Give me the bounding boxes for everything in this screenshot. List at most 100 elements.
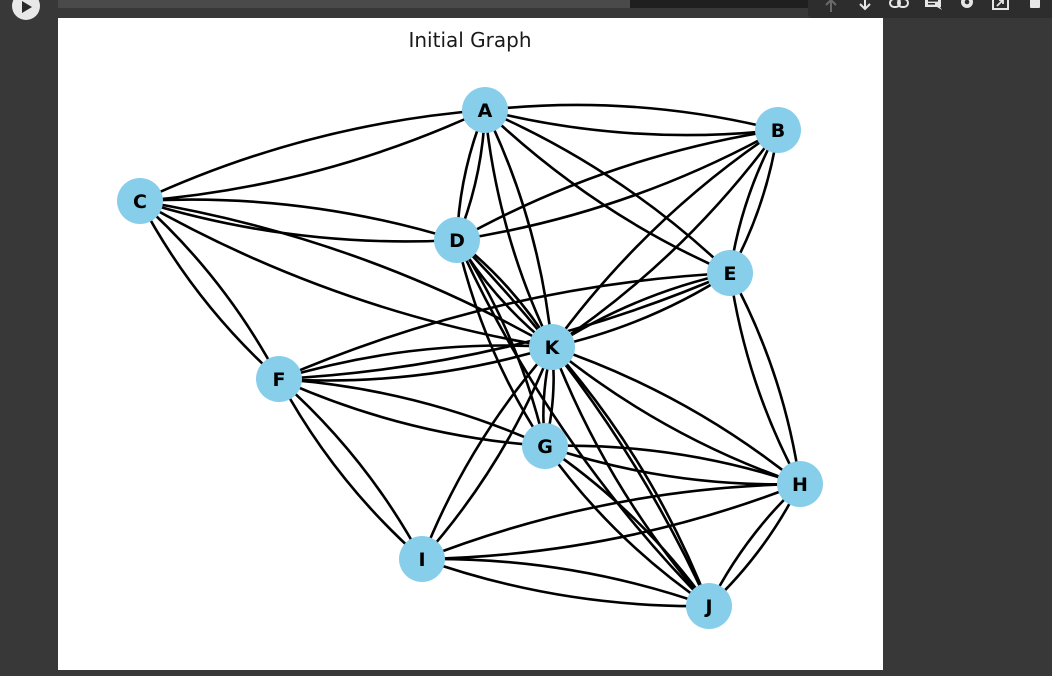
- cell-input-area[interactable]: [58, 0, 630, 8]
- node-label-C: C: [133, 191, 147, 213]
- node-label-K: K: [545, 337, 561, 359]
- node-A: A: [462, 87, 508, 133]
- cell-toolbar: [808, 0, 1052, 18]
- edge-G-J-b: [544, 444, 711, 607]
- run-cell-button[interactable]: [12, 0, 40, 20]
- node-label-D: D: [449, 230, 465, 252]
- node-I: I: [399, 536, 445, 582]
- node-label-B: B: [771, 120, 785, 142]
- edge-J-K-b: [550, 346, 710, 607]
- edge-E-K-a: [551, 271, 731, 349]
- edge-B-D-a: [456, 128, 779, 242]
- edge-C-D-b: [139, 198, 458, 242]
- edge-A-C-b: [139, 108, 486, 203]
- edge-D-J-a: [455, 239, 710, 607]
- node-H: H: [777, 461, 823, 507]
- node-circle-D: [434, 217, 480, 263]
- edge-F-G-b: [278, 377, 546, 448]
- edge-G-H-b: [544, 444, 801, 486]
- edge-D-G-a: [455, 239, 547, 447]
- edge-C-F-b: [139, 200, 281, 380]
- edge-C-D-a: [139, 199, 458, 243]
- edge-A-C-a: [139, 108, 486, 203]
- edge-F-I-b: [278, 378, 424, 560]
- edge-J-K-a: [551, 346, 711, 607]
- node-label-E: E: [724, 263, 737, 285]
- node-circle-K: [529, 324, 575, 370]
- move-up-button[interactable]: [814, 0, 848, 14]
- nodes-layer: A B C D E F G H I J K: [117, 87, 823, 629]
- node-circle-B: [755, 107, 801, 153]
- edge-A-B-b: [484, 103, 779, 132]
- graph-canvas: Initial Graph A B C D E F G H I J K: [117, 28, 823, 629]
- graph-figure: Initial Graph A B C D E F G H I J K: [58, 18, 883, 670]
- node-B: B: [755, 107, 801, 153]
- edge-D-J-b: [456, 239, 711, 607]
- edge-I-J-a: [421, 557, 710, 608]
- node-J: J: [686, 583, 732, 629]
- play-icon: [22, 1, 32, 13]
- open-in-tab-icon: [992, 0, 1009, 10]
- arrow-down-icon: [859, 0, 871, 11]
- edge-A-E-b: [484, 108, 731, 274]
- link-icon: [889, 0, 909, 8]
- edge-F-G-a: [278, 377, 546, 448]
- edge-E-H-a: [728, 272, 802, 485]
- edge-H-K-a: [551, 345, 801, 486]
- node-C: C: [117, 178, 163, 224]
- edge-F-K-a: [278, 345, 553, 382]
- edge-I-K-b: [420, 346, 553, 560]
- open-in-tab-button[interactable]: [984, 0, 1018, 14]
- delete-cell-button[interactable]: [1018, 0, 1052, 14]
- trash-icon: [1030, 0, 1040, 8]
- node-circle-G: [522, 423, 568, 469]
- edge-B-D-b: [456, 128, 779, 242]
- node-label-I: I: [418, 549, 425, 571]
- node-label-G: G: [537, 436, 553, 458]
- edge-F-K-b: [278, 344, 553, 381]
- edge-G-H-a: [544, 444, 801, 486]
- cell-input-area-end: [630, 0, 808, 8]
- edge-C-K-b: [139, 199, 553, 349]
- figure-title: Initial Graph: [408, 28, 531, 52]
- edge-B-K-a: [550, 128, 779, 348]
- node-label-A: A: [478, 100, 493, 122]
- edge-E-F-a: [278, 271, 731, 381]
- node-K: K: [529, 324, 575, 370]
- edge-B-K-b: [551, 129, 780, 349]
- comment-button[interactable]: [916, 0, 950, 14]
- node-G: G: [522, 423, 568, 469]
- node-circle-F: [256, 356, 302, 402]
- edge-E-H-b: [728, 272, 802, 485]
- edge-H-I-b: [421, 482, 801, 561]
- edges-layer: [138, 103, 802, 608]
- move-down-button[interactable]: [848, 0, 882, 14]
- node-circle-A: [462, 87, 508, 133]
- edge-F-I-a: [277, 378, 423, 560]
- link-button[interactable]: [882, 0, 916, 14]
- edge-A-B-a: [484, 108, 779, 137]
- node-circle-C: [117, 178, 163, 224]
- edge-C-F-a: [138, 200, 280, 380]
- settings-button[interactable]: [950, 0, 984, 14]
- edge-H-K-b: [551, 345, 801, 486]
- edge-H-I-a: [421, 482, 801, 561]
- node-circle-H: [777, 461, 823, 507]
- edge-E-K-b: [551, 271, 731, 349]
- node-label-J: J: [703, 596, 712, 618]
- node-label-F: F: [273, 369, 286, 391]
- node-D: D: [434, 217, 480, 263]
- edge-C-K-a: [139, 199, 553, 349]
- edge-I-K-a: [421, 346, 554, 560]
- node-label-H: H: [792, 474, 808, 496]
- edge-A-E-a: [484, 109, 731, 275]
- edge-I-J-b: [421, 557, 710, 608]
- arrow-up-icon: [825, 0, 837, 12]
- comment-icon: [925, 0, 942, 10]
- gear-icon: [961, 0, 973, 8]
- node-circle-I: [399, 536, 445, 582]
- node-circle-J: [686, 583, 732, 629]
- node-E: E: [707, 250, 753, 296]
- edge-G-J-a: [543, 445, 710, 608]
